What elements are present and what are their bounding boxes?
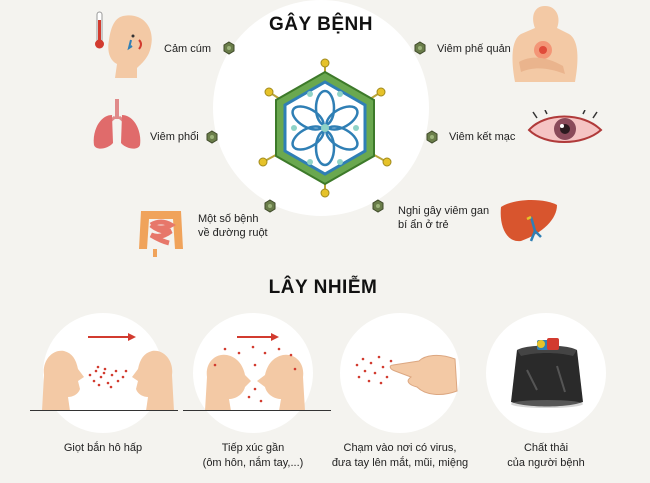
disease-label-pneumonia: Viêm phổi [150,131,199,143]
ground-line [30,410,178,411]
fever-face-icon [93,10,159,80]
disease-label-intestinal-line-2: về đường ruột [198,227,268,239]
caption-line: Giọt bắn hô hấp [63,442,143,454]
transmission-caption-waste: Chất thải của người bệnh [466,441,626,471]
mini-virus-icon [222,41,236,55]
trash-bag-icon [507,330,587,410]
caption-line: của người bệnh [507,457,585,469]
ground-line [183,410,331,411]
mini-virus-icon [425,130,439,144]
disease-label-hepatitis-line-2: bí ẩn ở trẻ [398,219,449,231]
lungs-icon [90,97,144,151]
mini-virus-icon [263,199,277,213]
disease-label-bronchitis: Viêm phế quản [437,43,511,55]
disease-label-intestinal-line-1: Một số bệnh [198,213,259,225]
caption-line: (ôm hôn, nắm tay,...) [202,457,304,469]
mini-virus-icon [205,130,219,144]
mini-virus-icon [371,199,385,213]
chest-pain-icon [509,4,581,84]
caption-line: Tiếp xúc gần [221,442,285,454]
disease-label-conjunctivitis: Viêm kết mạc [449,131,516,143]
mini-virus-icon [413,41,427,55]
intestines-icon [133,205,189,257]
red-eye-icon [527,110,603,148]
close-contact-icon [195,325,315,415]
transmission-caption-contact: Tiếp xúc gần (ôm hôn, nắm tay,...) [173,441,333,471]
transmission-caption-touch: Chạm vào nơi có virus, đưa tay lên mắt, … [320,441,480,471]
disease-label-flu: Cảm cúm [164,43,212,55]
disease-label-hepatitis-line-1: Nghi gây viêm gan [398,205,490,217]
transmission-caption-droplets: Giọt bắn hô hấp [23,441,183,456]
disease-label-hepatitis: Nghi gây viêm gan bí ẩn ở trẻ [398,204,489,232]
caption-line: Chất thải [523,442,569,454]
droplet-spread-icon [38,325,178,415]
caption-line: Chạm vào nơi có virus, [343,442,457,454]
adenovirus-icon [250,58,400,198]
liver-icon [497,197,559,245]
hand-touch-icon [345,335,460,405]
disease-label-intestinal: Một số bệnh về đường ruột [198,212,268,240]
caption-line: đưa tay lên mắt, mũi, miệng [331,457,469,469]
transmission-title: LÂY NHIỄM [268,277,378,298]
diseases-title: GÂY BỆNH [269,14,373,35]
